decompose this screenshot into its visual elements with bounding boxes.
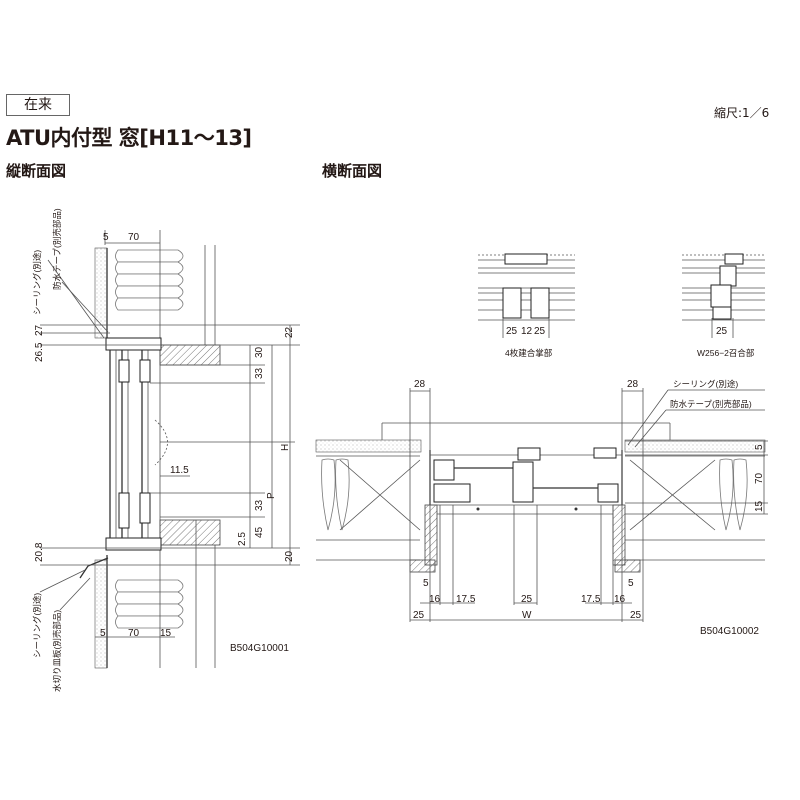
vertical-section-title: 縦断面図 [6,162,67,180]
dim-left-25: 25 [413,610,425,621]
dim-right-16: 16 [614,594,626,605]
dim-20-8: 20.8 [34,542,45,562]
dim-right-5: 5 [754,444,765,450]
label-waterproof-tape-h: 防水テープ(別売部品) [670,399,752,409]
scale-label: 縮尺:1／6 [714,106,770,120]
dim-top-70: 70 [128,232,140,243]
dim-right-5-bottom: 5 [628,578,634,589]
dim-right-70: 70 [754,472,765,484]
dim-right-17-5: 17.5 [581,594,601,605]
dim-right-25: 25 [630,610,642,621]
dim-11-5: 11.5 [170,465,189,476]
dim-right-28: 28 [627,379,639,390]
dim-right-15: 15 [754,500,765,512]
dim-27: 27 [34,324,45,336]
detail-4panel-drawing [478,253,575,338]
dim-2-5: 2.5 [237,532,248,546]
detail-w256-dim: 25 [716,326,728,337]
label-sealing: シーリング(別途) [673,379,738,389]
detail-4panel-dim-1: 25 [506,326,518,337]
dim-P: P [266,492,277,499]
dim-30: 30 [254,346,265,358]
dim-left-16: 16 [429,594,441,605]
dim-left-28: 28 [414,379,426,390]
dim-33-bottom: 33 [254,499,265,511]
dim-45: 45 [254,526,265,538]
dim-bottom-70: 70 [128,628,140,639]
dim-bottom-15: 15 [160,628,172,639]
drawing-code-horizontal: B504G10002 [700,626,759,637]
insulation-left [321,458,421,531]
horizontal-section-drawing [315,388,768,622]
dim-top-5: 5 [103,232,109,243]
category-badge: 在来 [6,94,70,116]
dim-26-5: 26.5 [34,342,45,362]
insulation-right [629,458,748,531]
insulation-bottom [115,579,184,629]
label-sill-plate: 水切り皿板(別売部品) [52,610,62,692]
dim-20: 20 [284,550,295,562]
detail-w256-drawing [682,253,765,338]
dim-33-top: 33 [254,367,265,379]
horizontal-section-title: 横断面図 [322,162,383,180]
label-sealing-top: シーリング(別途) [32,250,42,315]
dim-W: W [522,610,532,621]
dim-left-17-5: 17.5 [456,594,476,605]
vertical-section-drawing [39,230,300,669]
label-waterproof-tape: 防水テープ(別売部品) [52,208,62,290]
dim-left-5: 5 [423,578,429,589]
detail-4panel-dim-3: 25 [534,326,546,337]
page-title: ATU内付型 窓[H11～13] [6,126,252,150]
detail-4panel-caption: 4枚建合掌部 [505,348,553,358]
drawing-code-vertical: B504G10001 [230,643,289,654]
dim-bottom-5: 5 [100,628,106,639]
label-sealing-bottom: シーリング(別途) [32,593,42,658]
dim-center-25: 25 [521,594,533,605]
dim-22: 22 [284,326,295,338]
detail-4panel-dim-2: 12 [521,326,533,337]
detail-w256-caption: W256−2召合部 [697,348,755,358]
dim-H: H [280,444,291,451]
insulation-top [115,249,184,311]
